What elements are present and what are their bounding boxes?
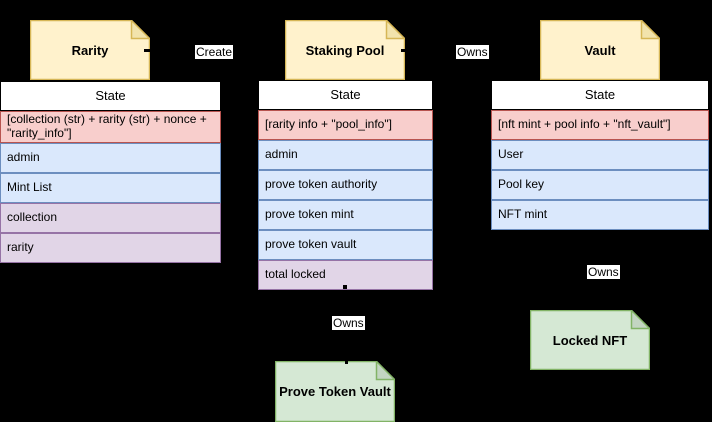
table-row[interactable]: rarity [0,232,221,263]
table-row[interactable]: prove token authority [258,170,433,200]
table-row[interactable]: Mint List [0,172,221,203]
note-vault-title: Vault [584,42,616,58]
connector-stub [401,49,407,52]
note-staking-pool-title: Staking Pool [305,42,385,58]
table-row[interactable]: NFT mint [491,200,709,230]
table-row[interactable]: Pool key [491,170,709,200]
table-row[interactable]: [nft mint + pool info + "nft_vault"] [491,110,709,140]
note-shape-icon [30,20,150,80]
table-row[interactable]: prove token mint [258,200,433,230]
state-table-header[interactable]: State [258,80,433,110]
note-rarity[interactable]: Rarity [30,20,150,80]
edge-label-owns[interactable]: Owns [332,316,365,330]
edge-label-create[interactable]: Create [195,45,234,59]
state-table-header[interactable]: State [0,81,221,111]
connector-stub [343,285,347,289]
connector-stub [144,49,151,52]
note-vault[interactable]: Vault [540,20,660,80]
rarity-state-table: State[collection (str) + rarity (str) + … [0,81,221,263]
edge-label-owns[interactable]: Owns [587,265,620,279]
note-shape-icon [530,310,650,370]
note-shape-icon [540,20,660,80]
vault-state-table: State[nft mint + pool info + "nft_vault"… [491,80,709,230]
table-row[interactable]: admin [258,140,433,170]
state-table-header[interactable]: State [491,80,709,110]
table-row[interactable]: [rarity info + "pool_info"] [258,110,433,140]
edge-label-owns[interactable]: Owns [456,45,489,59]
note-prove-token-vault-title: Prove Token Vault [279,383,391,399]
note-locked-nft[interactable]: Locked NFT [530,310,650,370]
table-row[interactable]: prove token vault [258,230,433,260]
note-shape-icon [275,361,395,422]
note-shape-icon [285,20,405,80]
connector-stub [345,358,348,364]
note-prove-token-vault[interactable]: Prove Token Vault [275,361,395,422]
note-locked-nft-title: Locked NFT [552,332,628,348]
table-row[interactable]: admin [0,142,221,173]
note-rarity-title: Rarity [71,42,109,58]
table-row[interactable]: [collection (str) + rarity (str) + nonce… [0,111,221,143]
table-row[interactable]: collection [0,202,221,233]
table-row[interactable]: User [491,140,709,170]
note-staking-pool[interactable]: Staking Pool [285,20,405,80]
